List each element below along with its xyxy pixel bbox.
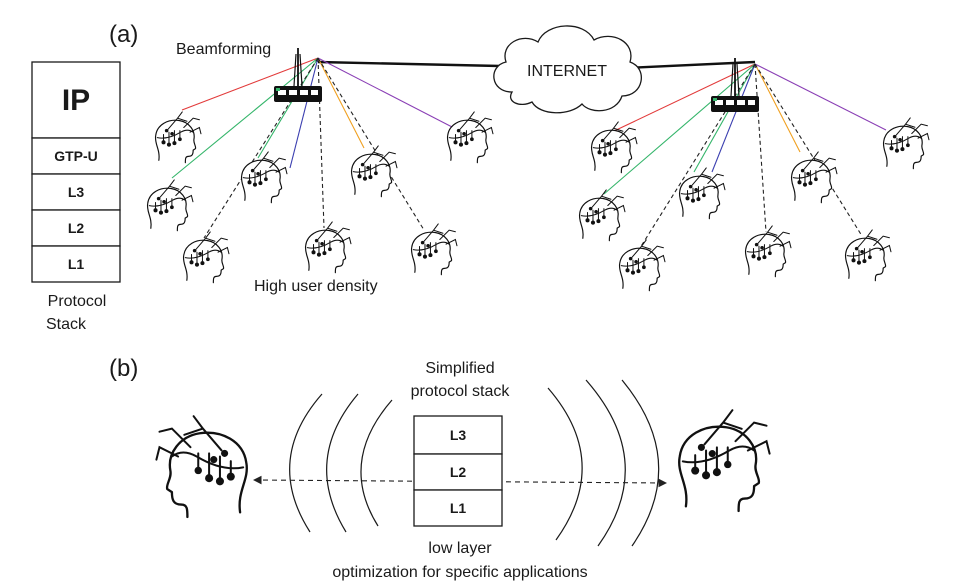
user-head-icon — [182, 231, 230, 284]
beam-dashed — [317, 57, 325, 229]
stack-layer-gtpu — [31, 137, 121, 175]
stack-layer-l2 — [31, 209, 121, 247]
beam-purple — [754, 63, 887, 131]
panel-a-label: (a) — [109, 21, 138, 48]
beam-dashed — [203, 57, 319, 239]
user-head-icon — [146, 179, 194, 232]
user-head-icon — [410, 223, 458, 276]
beam-green — [603, 63, 756, 195]
beam-dashed — [754, 63, 863, 237]
stack-layer-l2-label: L2 — [68, 220, 85, 236]
simplified-caption-line2: protocol stack — [411, 383, 511, 400]
protocol-stack-a: IP GTP-U L3 L2 L1 Protocol Stack — [31, 61, 121, 333]
user-head-icon — [844, 229, 892, 282]
protocol-stack-b: L3 L2 L1 — [413, 415, 503, 527]
stack-b-layer-l1 — [413, 489, 503, 527]
beam-red — [611, 63, 756, 133]
stack-b-layer-l3 — [413, 415, 503, 455]
user-head-icon-left — [156, 416, 246, 517]
beams-left — [171, 57, 455, 239]
beam-green — [171, 57, 319, 179]
stack-layer-l1 — [31, 245, 121, 283]
density-label: High user density — [254, 278, 378, 295]
user-head-icon — [618, 239, 666, 292]
panel-b: (b) Simplified protocol stack L3 L2 L1 l… — [109, 355, 771, 581]
internet-cloud: INTERNET — [493, 25, 642, 114]
optimization-caption-line2: optimization for specific applications — [332, 564, 587, 581]
user-head-icon — [590, 121, 638, 174]
user-head-icon — [446, 111, 494, 164]
panel-b-label: (b) — [109, 355, 138, 382]
stack-layer-l1-label: L1 — [68, 256, 85, 272]
user-head-icon-right — [678, 409, 771, 513]
beam-dashed — [754, 63, 767, 233]
beams-right — [603, 63, 887, 249]
user-head-icon — [304, 221, 352, 274]
beam-blue — [711, 63, 756, 173]
access-point-left — [273, 47, 323, 103]
stack-b-layer-l3-label: L3 — [450, 427, 467, 443]
user-head-icon — [350, 145, 398, 198]
signal-waves-right — [547, 379, 660, 547]
beam-orange — [754, 63, 801, 153]
panel-a: (a) IP GTP-U L3 L2 L1 Protocol Stack Bea… — [31, 21, 930, 333]
internet-label: INTERNET — [527, 63, 607, 80]
link-arrow — [252, 475, 668, 488]
beam-orange — [317, 57, 365, 149]
stack-b-layer-l2 — [413, 453, 503, 491]
beam-blue — [289, 57, 319, 169]
stack-layer-ip-label: IP — [62, 84, 90, 117]
beam-purple — [317, 57, 455, 129]
stack-b-layer-l1-label: L1 — [450, 500, 467, 516]
stack-caption-line1: Protocol — [48, 293, 107, 310]
stack-b-layer-l2-label: L2 — [450, 464, 467, 480]
stack-caption-line2: Stack — [46, 316, 87, 333]
beam-dashed — [317, 57, 425, 231]
user-head-icon — [678, 167, 726, 220]
stack-layer-l3-label: L3 — [68, 184, 85, 200]
simplified-caption-line1: Simplified — [425, 360, 494, 377]
beam-green — [693, 63, 756, 173]
stack-layer-ip — [31, 61, 121, 139]
beam-green — [257, 57, 319, 159]
user-head-icon — [744, 225, 792, 278]
beamforming-label: Beamforming — [176, 41, 271, 58]
user-head-icon — [154, 111, 202, 164]
backhaul-link-left — [317, 60, 501, 68]
user-head-icon — [240, 151, 288, 204]
signal-waves-left — [289, 393, 393, 533]
backhaul-link-right — [624, 60, 756, 70]
stack-layer-gtpu-label: GTP-U — [54, 148, 98, 164]
user-head-icon — [578, 189, 626, 242]
user-head-icon — [882, 117, 930, 170]
optimization-caption-line1: low layer — [428, 540, 492, 557]
